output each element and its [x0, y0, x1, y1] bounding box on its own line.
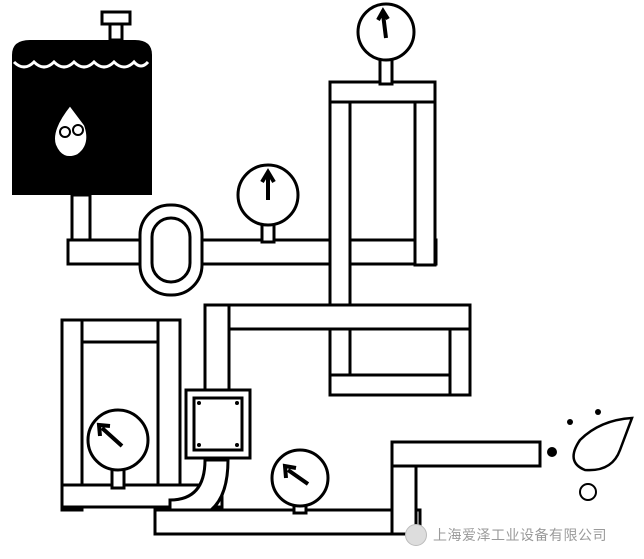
flow-meter [138, 203, 204, 297]
watermark-text: 上海爱泽工业设备有限公司 [433, 528, 607, 544]
wechat-icon [405, 524, 427, 546]
junction-box [184, 388, 252, 460]
tank [12, 10, 152, 195]
pressure-gauge-center [236, 163, 300, 244]
pipes [60, 80, 542, 536]
pressure-gauge-bottom [270, 448, 330, 515]
watermark: 上海爱泽工业设备有限公司 [405, 524, 607, 546]
water-drop-icon [547, 409, 634, 501]
pressure-gauge-top [356, 2, 416, 86]
pressure-gauge-left [86, 408, 150, 490]
